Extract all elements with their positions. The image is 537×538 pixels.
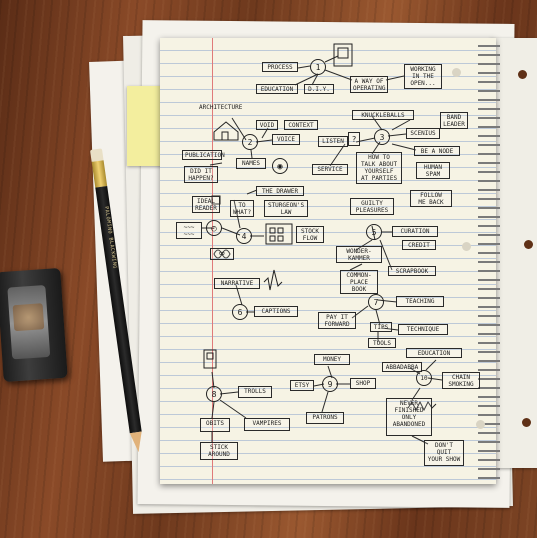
punch-hole	[522, 418, 531, 427]
node-commonplace: COMMON- PLACE BOOK	[340, 270, 378, 294]
node-scribble-list: ~~~ ~~~	[176, 222, 202, 239]
node-patrons: PATRONS	[306, 412, 344, 424]
yellow-sticky-note	[127, 86, 165, 166]
node-education-2: EDUCATION	[406, 348, 462, 358]
node-human-spam: HUMAN SPAM	[416, 162, 450, 179]
node-tips: TIPS	[370, 322, 392, 332]
node-question: ?	[348, 132, 360, 146]
node-number-5: 5	[366, 224, 382, 240]
node-shop: SHOP	[350, 378, 376, 389]
node-technique: TECHNIQUE	[398, 324, 448, 335]
node-narrative: NARRATIVE	[214, 278, 260, 289]
node-number-10: 10	[416, 370, 432, 386]
node-infinity: ∞	[210, 248, 234, 260]
node-diy: D.I.Y.	[304, 84, 334, 94]
node-number-9: 9	[322, 376, 338, 392]
node-number-2: 2	[242, 134, 258, 150]
node-curation: CURATION	[392, 226, 438, 237]
node-teaching: TEACHING	[396, 296, 444, 307]
sketch-drawings	[203, 43, 437, 412]
node-money: MONEY	[314, 354, 350, 365]
node-abbadabba: ABBADABBA	[382, 362, 422, 372]
pencil-tip	[129, 431, 145, 454]
punch-hole	[476, 420, 485, 429]
node-band-leader: BAND LEADER	[440, 112, 468, 129]
node-number-6: 6	[232, 304, 248, 320]
node-architecture: ARCHITECTURE	[199, 104, 243, 111]
punch-hole	[524, 240, 533, 249]
node-credit: CREDIT	[402, 240, 436, 250]
punch-hole	[462, 242, 471, 251]
pencil-sharpener	[0, 267, 68, 383]
node-follow-me-back: FOLLOW ME BACK	[410, 190, 452, 207]
node-working-open: WORKING IN THE OPEN...	[404, 64, 442, 89]
node-to-what: TO WHAT?	[230, 200, 254, 217]
node-number-1: 1	[310, 59, 326, 75]
node-the-drawer: THE DRAWER	[256, 186, 304, 196]
node-scrapbook: SCRAPBOOK	[388, 266, 436, 276]
node-trolls: TROLLS	[238, 386, 272, 398]
node-stock-flow: STOCK FLOW	[296, 226, 324, 243]
node-obits: OBITS	[200, 418, 230, 432]
node-talk-parties: HOW TO TALK ABOUT YOURSELF AT PARTIES	[356, 152, 402, 184]
node-sturgeons-law: STURGEON'S LAW	[264, 200, 308, 217]
node-number-3: 3	[374, 129, 390, 145]
node-did-it-happen: DID IT HAPPEN?	[184, 166, 218, 183]
node-number-7: 7	[368, 294, 384, 310]
node-publication: PUBLICATION	[182, 150, 225, 160]
node-voice: VOICE	[272, 134, 300, 145]
node-dont-quit: DON'T QUIT YOUR SHOW	[424, 440, 464, 466]
node-number-8: 8	[206, 386, 222, 402]
sharpener-shavings	[12, 303, 45, 332]
node-captions: CAPTIONS	[254, 306, 298, 317]
node-vampires: VAMPIRES	[244, 418, 290, 431]
node-be-a-node: BE A NODE	[414, 146, 460, 156]
node-process: PROCESS	[262, 62, 298, 72]
punch-hole	[452, 68, 461, 77]
node-wonder-kammer: WONDER- KAMMER	[336, 246, 382, 263]
node-way-of-operating: A WAY OF OPERATING	[350, 76, 388, 93]
node-guilty-pleasures: GUILTY PLEASURES	[350, 198, 394, 215]
node-target: ◉	[272, 158, 288, 174]
punch-hole	[518, 70, 527, 79]
node-education: EDUCATION	[256, 84, 298, 94]
node-void: VOID	[256, 120, 278, 130]
node-chain-smoking: CHAIN SMOKING	[442, 372, 480, 389]
node-etsy: ETSY	[290, 380, 314, 391]
spiral-binding	[478, 40, 500, 480]
node-number-4: 4	[236, 228, 252, 244]
red-margin-line	[212, 38, 213, 484]
node-pay-it-forward: PAY IT FORWARD	[318, 312, 356, 329]
node-never-finished: NEVER FINISHED ONLY ABANDONED	[386, 398, 432, 436]
node-names: NAMES	[236, 158, 266, 169]
node-clock: ◴	[206, 220, 222, 236]
node-ideal-reader: IDEAL READER	[192, 196, 220, 213]
notebook-page	[160, 38, 496, 484]
node-knuckleballs: KNUCKLEBALLS	[352, 110, 414, 120]
node-context: CONTEXT	[284, 120, 318, 130]
node-tools: TOOLS	[368, 338, 396, 348]
node-scenius: SCENIUS	[406, 128, 440, 139]
node-stick-around: STICK AROUND	[200, 442, 238, 460]
node-service: SERVICE	[312, 164, 348, 175]
node-listen: LISTEN	[318, 136, 348, 147]
